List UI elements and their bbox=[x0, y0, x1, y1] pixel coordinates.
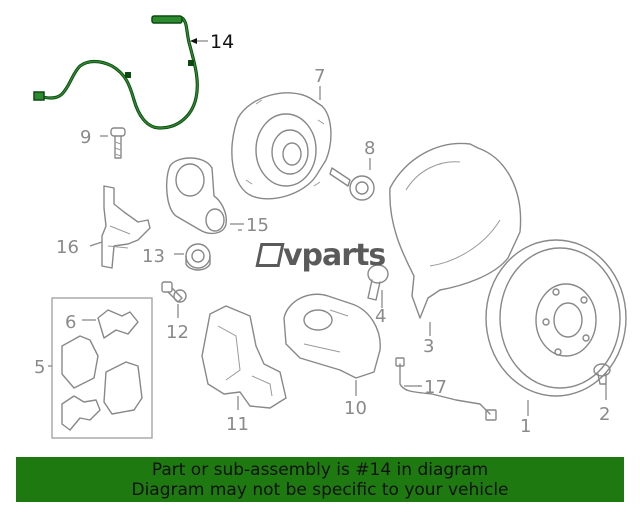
callout-12[interactable]: 12 bbox=[166, 322, 189, 343]
callout-13[interactable]: 13 bbox=[142, 246, 165, 267]
info-banner: Part or sub-assembly is #14 in diagram D… bbox=[16, 457, 624, 502]
part-2-screw[interactable] bbox=[593, 363, 611, 385]
callouts: 1 2 3 4 5 6 7 8 9 10 11 12 13 14 15 16 1… bbox=[34, 31, 610, 437]
part-11-caliper-carrier[interactable] bbox=[201, 305, 287, 409]
leader-lines bbox=[48, 38, 607, 416]
banner-line-1: Part or sub-assembly is #14 in diagram bbox=[151, 460, 489, 480]
part-7-wheel-hub[interactable] bbox=[231, 92, 332, 200]
callout-4[interactable]: 4 bbox=[375, 306, 386, 327]
callout-3[interactable]: 3 bbox=[423, 336, 434, 357]
callout-15[interactable]: 15 bbox=[246, 215, 269, 236]
callout-2[interactable]: 2 bbox=[599, 404, 610, 425]
logo-icon bbox=[255, 243, 285, 267]
part-12-bolt[interactable] bbox=[161, 281, 187, 303]
part-15-sensor-unit[interactable] bbox=[165, 157, 228, 235]
part-17-wear-sensor[interactable] bbox=[395, 357, 497, 421]
watermark-logo: vparts bbox=[255, 238, 386, 273]
callout-6[interactable]: 6 bbox=[65, 312, 76, 333]
part-1-brake-rotor[interactable] bbox=[485, 239, 627, 397]
callout-11[interactable]: 11 bbox=[226, 414, 249, 435]
banner-line-2: Diagram may not be specific to your vehi… bbox=[131, 480, 509, 500]
part-14-wear-sensor-cable[interactable] bbox=[33, 15, 199, 130]
callout-10[interactable]: 10 bbox=[344, 398, 367, 419]
callout-14[interactable]: 14 bbox=[210, 31, 234, 53]
part-10-caliper[interactable] bbox=[283, 293, 381, 379]
part-8-hub-bolt[interactable] bbox=[329, 167, 375, 201]
callout-8[interactable]: 8 bbox=[364, 138, 375, 159]
part-16-bracket[interactable] bbox=[101, 185, 151, 269]
part-3-dust-shield[interactable] bbox=[389, 142, 522, 319]
part-5-brake-pad-set[interactable] bbox=[51, 297, 153, 439]
callout-7[interactable]: 7 bbox=[314, 66, 325, 87]
callout-9[interactable]: 9 bbox=[80, 127, 91, 148]
part-9-bolt[interactable] bbox=[110, 127, 126, 159]
callout-17[interactable]: 17 bbox=[424, 377, 447, 398]
callout-1[interactable]: 1 bbox=[520, 416, 531, 437]
callout-16[interactable]: 16 bbox=[56, 237, 79, 258]
part-4-bolt[interactable] bbox=[367, 264, 389, 301]
watermark-text: vparts bbox=[283, 238, 386, 273]
part-13-bushing[interactable] bbox=[185, 243, 211, 271]
callout-5[interactable]: 5 bbox=[34, 357, 45, 378]
